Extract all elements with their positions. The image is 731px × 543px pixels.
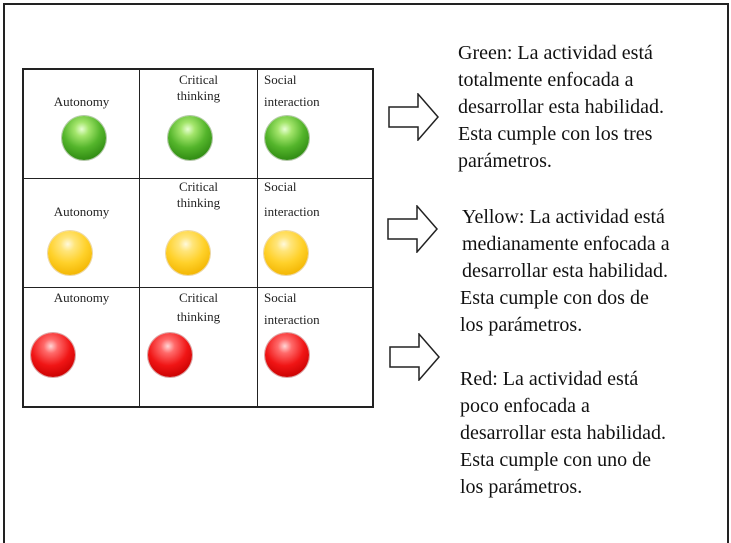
label-social: Social bbox=[264, 179, 297, 194]
label-social: Social bbox=[264, 72, 297, 87]
red-description-line: Esta cumple con uno de bbox=[460, 449, 652, 471]
yellow-description-line: Esta cumple con dos de bbox=[460, 287, 649, 309]
red-circle-icon bbox=[265, 333, 309, 377]
red-description-line: los parámetros. bbox=[460, 476, 583, 498]
label-social: Social bbox=[264, 290, 297, 305]
cell-green-autonomy: Autonomy bbox=[24, 70, 140, 179]
arrow-right-icon bbox=[388, 93, 439, 141]
figure-frame bbox=[3, 3, 729, 543]
label-autonomy: Autonomy bbox=[53, 290, 110, 305]
yellow-description-line: los parámetros. bbox=[460, 314, 583, 336]
yellow-description-line: Yellow: La actividad está bbox=[462, 206, 665, 228]
red-description-line: Red: La actividad está bbox=[460, 368, 639, 390]
label-thinking: thinking bbox=[176, 88, 221, 103]
yellow-circle-icon bbox=[264, 231, 308, 275]
green-circle-icon bbox=[168, 116, 212, 160]
cell-green-critical-thinking: Critical thinking bbox=[140, 70, 258, 179]
yellow-description-line: desarrollar esta habilidad. bbox=[462, 260, 669, 282]
green-circle-icon bbox=[62, 116, 106, 160]
label-critical: Critical bbox=[179, 290, 218, 305]
label-critical: Critical bbox=[179, 179, 218, 194]
yellow-description-cont: Esta cumple con dos de los parámetros. bbox=[460, 285, 649, 339]
label-interaction: interaction bbox=[264, 94, 320, 109]
red-circle-icon bbox=[148, 333, 192, 377]
skills-grid: Autonomy Critical thinking Social intera… bbox=[22, 68, 374, 408]
green-description-line: Green: La actividad está bbox=[458, 42, 653, 64]
red-description: Red: La actividad está poco enfocada a d… bbox=[460, 366, 666, 501]
green-circle-icon bbox=[265, 116, 309, 160]
yellow-circle-icon bbox=[48, 231, 92, 275]
yellow-description-line: medianamente enfocada a bbox=[462, 233, 670, 255]
red-description-line: desarrollar esta habilidad. bbox=[460, 422, 667, 444]
label-interaction: interaction bbox=[264, 312, 320, 327]
label-autonomy: Autonomy bbox=[53, 204, 110, 219]
cell-red-social-interaction: Social interaction bbox=[258, 288, 372, 406]
arrow-right-icon bbox=[387, 205, 438, 253]
green-description: Green: La actividad está totalmente enfo… bbox=[458, 40, 664, 175]
green-description-line: parámetros. bbox=[458, 150, 552, 172]
label-critical: Critical bbox=[179, 72, 218, 87]
green-description-line: desarrollar esta habilidad. bbox=[458, 96, 665, 118]
label-interaction: interaction bbox=[264, 204, 320, 219]
yellow-description: Yellow: La actividad está medianamente e… bbox=[462, 204, 670, 285]
cell-red-autonomy: Autonomy bbox=[24, 288, 140, 406]
label-thinking: thinking bbox=[176, 309, 221, 324]
arrow-right-icon bbox=[389, 333, 440, 381]
red-description-line: poco enfocada a bbox=[460, 395, 590, 417]
label-thinking: thinking bbox=[176, 195, 221, 210]
cell-yellow-autonomy: Autonomy bbox=[24, 179, 140, 288]
green-description-line: totalmente enfocada a bbox=[458, 69, 634, 91]
cell-green-social-interaction: Social interaction bbox=[258, 70, 372, 179]
cell-yellow-critical-thinking: Critical thinking bbox=[140, 179, 258, 288]
green-description-line: Esta cumple con los tres bbox=[458, 123, 653, 145]
label-autonomy: Autonomy bbox=[53, 94, 110, 109]
yellow-circle-icon bbox=[166, 231, 210, 275]
red-circle-icon bbox=[31, 333, 75, 377]
cell-red-critical-thinking: Critical thinking bbox=[140, 288, 258, 406]
cell-yellow-social-interaction: Social interaction bbox=[258, 179, 372, 288]
